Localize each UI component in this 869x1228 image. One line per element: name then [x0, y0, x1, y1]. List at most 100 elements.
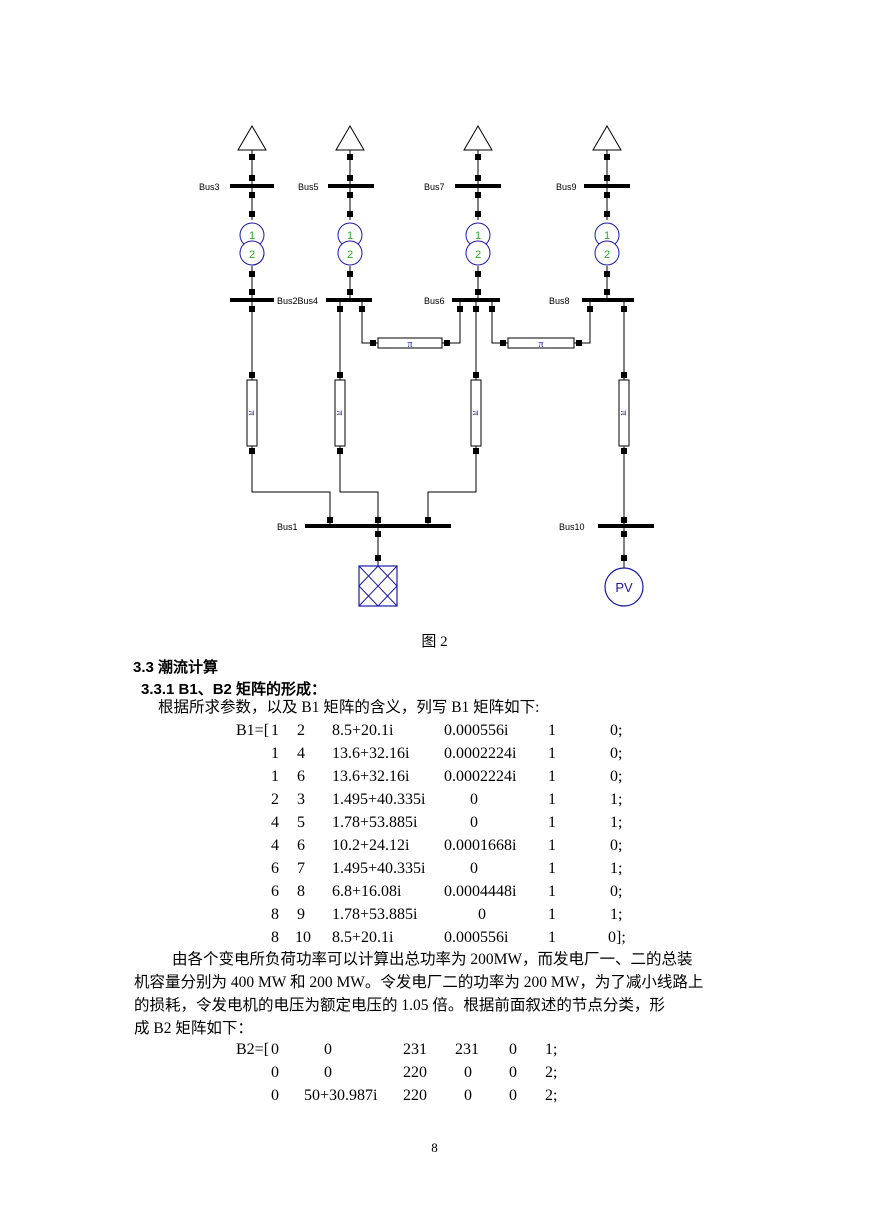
matrix-cell: 0: [324, 1064, 332, 1081]
matrix-cell: 5: [297, 814, 305, 831]
matrix-cell: 1: [548, 837, 556, 854]
matrix-cell: 1: [548, 860, 556, 877]
matrix-cell: 8: [271, 906, 279, 923]
winding-1-label: 1: [604, 230, 610, 242]
bus-bar-bus8: [582, 298, 634, 302]
matrix-cell: 0: [470, 791, 478, 808]
matrix-cell: 6: [271, 860, 279, 877]
matrix-cell: 4: [271, 814, 279, 831]
matrix-row: 2 3 1.495+40.335i 0 1 1;: [0, 789, 869, 811]
matrix-cell: 1;: [610, 906, 623, 923]
matrix-cell: 0: [271, 1041, 279, 1058]
pv-generator-label: PV: [615, 580, 633, 595]
matrix-cell: 7: [297, 860, 305, 877]
matrix-cell: 0: [464, 1064, 472, 1081]
matrix-cell: 220: [403, 1064, 427, 1081]
line-icon-bus4-bus1: [334, 379, 346, 447]
paragraph-line: 的损耗，令发电机的电压为额定电压的 1.05 倍。根据前面叙述的节点分类，形: [134, 997, 665, 1014]
matrix-cell: 0: [509, 1041, 517, 1058]
matrix-cell: 50+30.987i: [304, 1087, 378, 1104]
winding-2-label: 2: [249, 249, 255, 261]
matrix-cell: 1;: [610, 860, 623, 877]
matrix-row: 8 9 1.78+53.885i 0 1 1;: [0, 904, 869, 926]
matrix-cell: 6: [271, 883, 279, 900]
bus-bar-bus9: [584, 184, 630, 188]
bus-label-bus3: Bus3: [199, 182, 220, 192]
pi-line-symbol: π: [470, 410, 481, 415]
winding-1-label: 1: [347, 230, 353, 242]
matrix-cell: 1: [548, 906, 556, 923]
matrix-cell: 0;: [610, 745, 623, 762]
winding-2-label: 2: [475, 249, 481, 261]
bus-label-bus6: Bus6: [424, 296, 445, 306]
matrix-cell: 0: [509, 1087, 517, 1104]
winding-2-label: 2: [347, 249, 353, 261]
load-icon-bus7: [463, 125, 493, 151]
bus-label-bus1: Bus1: [277, 522, 298, 532]
load-icon-bus9: [592, 125, 622, 151]
matrix-cell: 1;: [610, 791, 623, 808]
transformer-icon-bus3: [239, 222, 265, 266]
bus-label-bus5: Bus5: [298, 182, 319, 192]
matrix-row: 6 8 6.8+16.08i 0.0004448i 1 0;: [0, 881, 869, 903]
bus-bar-bus7: [455, 184, 501, 188]
section-heading: 3.3 潮流计算: [133, 659, 219, 676]
matrix-cell: 6.8+16.08i: [332, 883, 402, 900]
winding-2-label: 2: [604, 249, 610, 261]
matrix-cell: 1;: [545, 1041, 558, 1058]
bus-bar-bus3: [230, 184, 274, 188]
matrix-row: B1=[ 1 2 8.5+20.1i 0.000556i 1 0;: [0, 720, 869, 742]
matrix-cell: 1: [548, 768, 556, 785]
matrix-cell: 13.6+32.16i: [332, 745, 410, 762]
paragraph-line: 机容量分别为 400 MW 和 200 MW。令发电厂二的功率为 200 MW，…: [134, 974, 704, 991]
transformer-icon-bus5: [337, 222, 363, 266]
matrix-cell: 0: [470, 814, 478, 831]
matrix-row: 4 6 10.2+24.12i 0.0001668i 1 0;: [0, 835, 869, 857]
bus-label-bus9: Bus9: [556, 182, 577, 192]
transformer-icon-bus7: [465, 222, 491, 266]
matrix-cell: 0: [464, 1087, 472, 1104]
matrix-cell: 6: [297, 837, 305, 854]
matrix-cell: 0.0002224i: [444, 745, 517, 762]
matrix-cell: 1: [271, 768, 279, 785]
matrix-cell: 0.0004448i: [444, 883, 517, 900]
line-icon-bus6-bus8: [507, 337, 575, 349]
matrix-cell: 220: [403, 1087, 427, 1104]
matrix-cell: 4: [297, 745, 305, 762]
matrix-cell: 0: [478, 906, 486, 923]
bus-label-bus7: Bus7: [424, 182, 445, 192]
line-icon-bus4-bus6: [377, 337, 443, 349]
matrix-cell: 2: [297, 722, 305, 739]
matrix-cell: 2: [271, 791, 279, 808]
matrix-cell: 4: [271, 837, 279, 854]
matrix-cell: 1.78+53.885i: [332, 906, 418, 923]
matrix-cell: 0;: [610, 768, 623, 785]
paragraph-line: 成 B2 矩阵如下：: [134, 1020, 253, 1037]
matrix-cell: 0.000556i: [444, 929, 509, 946]
matrix-prefix: B2=[: [236, 1041, 270, 1058]
matrix-row: 8 10 8.5+20.1i 0.000556i 1 0];: [0, 927, 869, 949]
matrix-cell: 0: [324, 1041, 332, 1058]
pi-line-symbol: π: [618, 410, 629, 415]
matrix-cell: 2;: [545, 1087, 558, 1104]
matrix-cell: 3: [297, 791, 305, 808]
matrix-row: 0 50+30.987i 220 0 0 2;: [0, 1085, 869, 1107]
transformer-icon-bus9: [594, 222, 620, 266]
pi-line-symbol: π: [538, 339, 543, 350]
matrix-cell: 6: [297, 768, 305, 785]
matrix-row: 1 6 13.6+32.16i 0.0002224i 1 0;: [0, 766, 869, 788]
line-icon-bus2-bus1: [246, 379, 258, 447]
matrix-row: 0 0 220 0 0 2;: [0, 1062, 869, 1084]
external-grid-icon: [358, 565, 398, 607]
matrix-row: 1 4 13.6+32.16i 0.0002224i 1 0;: [0, 743, 869, 765]
matrix-cell: 0: [271, 1064, 279, 1081]
line-icon-bus6-bus1: [470, 379, 482, 447]
matrix-cell: 1;: [610, 814, 623, 831]
bus-label-bus8: Bus8: [549, 296, 570, 306]
matrix-cell: 2;: [545, 1064, 558, 1081]
load-icon-bus3: [237, 125, 267, 151]
matrix-cell: 0.000556i: [444, 722, 509, 739]
matrix-row: 6 7 1.495+40.335i 0 1 1;: [0, 858, 869, 880]
matrix-cell: 0: [470, 860, 478, 877]
bus-bar-bus1: [305, 524, 451, 528]
